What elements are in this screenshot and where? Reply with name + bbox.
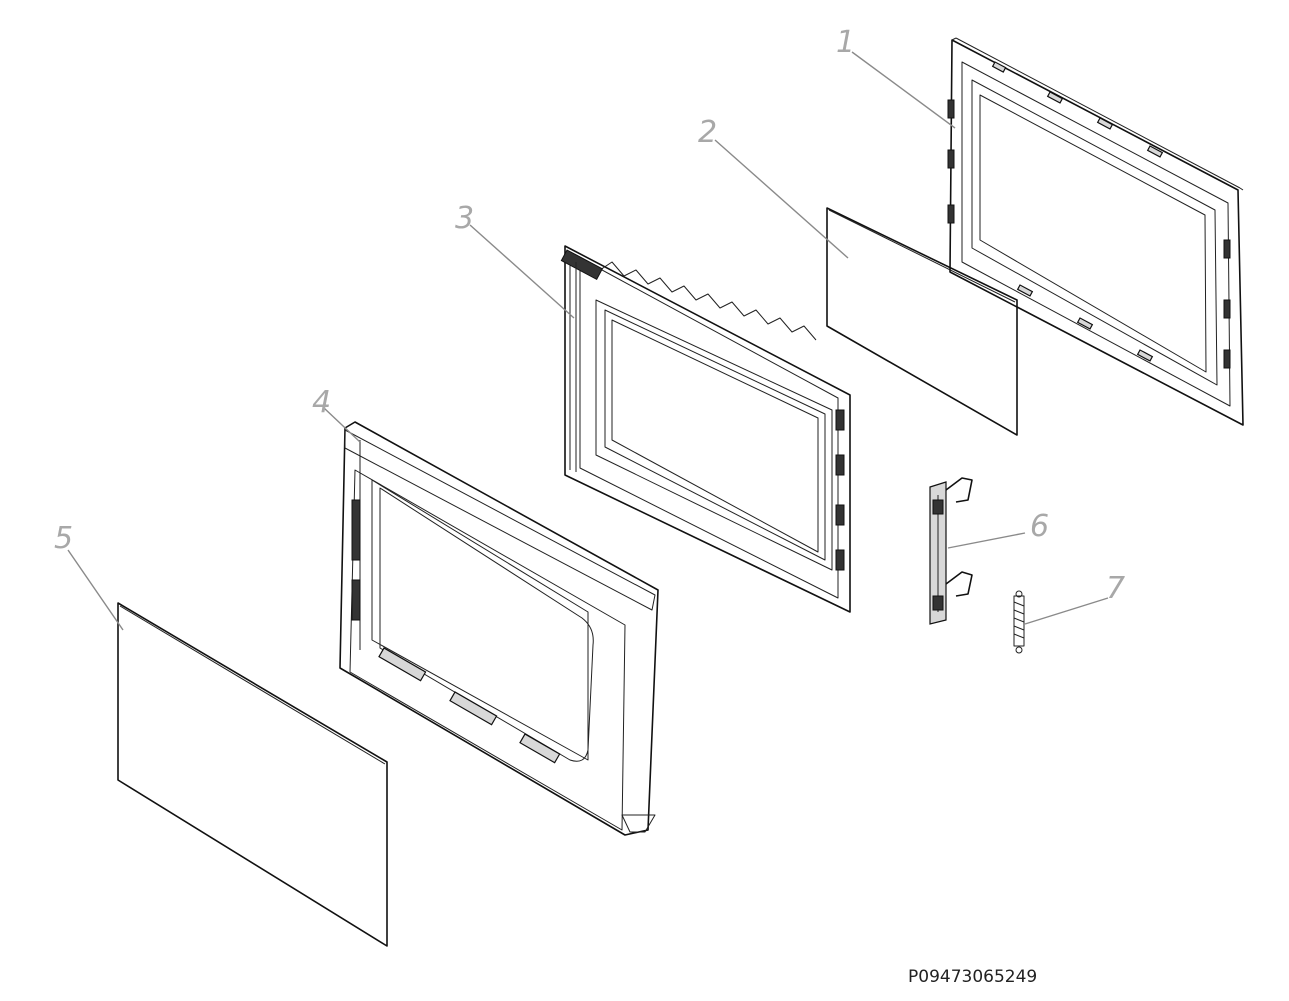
part-label-4: 4 [312,385,331,420]
leader-lines [67,51,1109,631]
leader-line-6 [947,532,1026,549]
part-7-spring [1013,590,1025,654]
part-2-glass-sheet [826,207,1018,436]
part-4-outer-panel [339,421,659,836]
leader-line-3 [469,224,575,319]
part-label-6: 6 [1030,509,1049,544]
part-label-3: 3 [455,201,474,236]
part-3-door-frame [560,245,851,613]
leader-line-5 [67,549,124,631]
part-label-2: 2 [698,115,717,150]
part-1-inner-frame [947,37,1244,426]
document-code: P09473065249 [908,967,1037,987]
part-label-1: 1 [836,25,855,60]
leader-line-1 [851,51,956,129]
part-label-7: 7 [1106,571,1125,606]
part-label-5: 5 [54,521,73,556]
part-6-latch-hook [929,477,973,625]
part-5-front-glass [117,602,388,947]
leader-line-4 [323,407,361,443]
leader-line-7 [1024,597,1109,625]
leader-line-2 [714,139,849,259]
